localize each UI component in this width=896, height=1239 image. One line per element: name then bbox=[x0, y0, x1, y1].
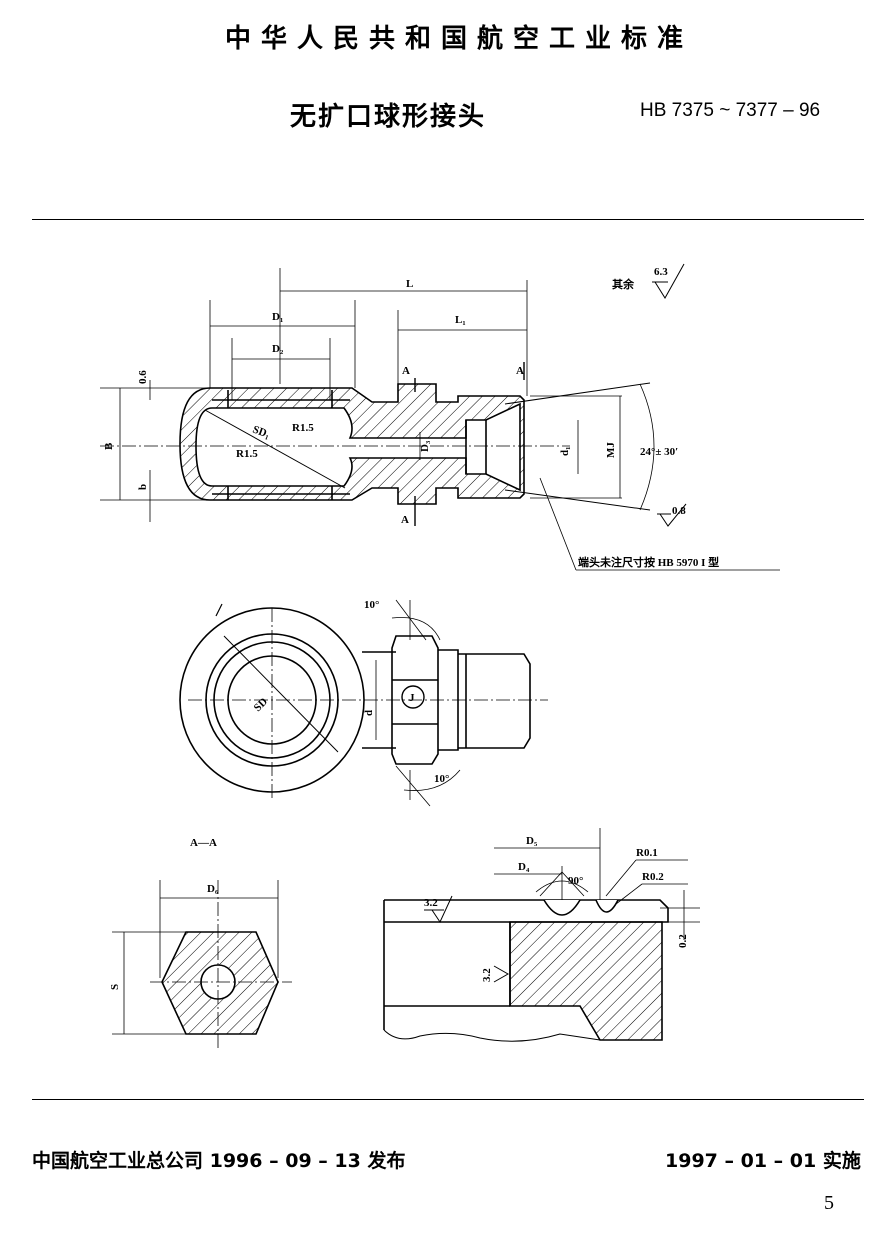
dim-0.6-label: 0.6 bbox=[137, 370, 149, 384]
header-rule bbox=[32, 219, 864, 220]
plan-view-labels: 10° 10° SD d J bbox=[252, 599, 450, 785]
marking-J: J bbox=[409, 692, 415, 704]
dim-D4-label: D₄ bbox=[518, 861, 530, 873]
dim-D6-label: D₆ bbox=[207, 883, 219, 895]
dim-0.2-label: 0.2 bbox=[677, 934, 689, 948]
radius-label-b: R1.5 bbox=[236, 448, 258, 460]
angle-10-top: 10° bbox=[364, 599, 379, 611]
detail-view bbox=[383, 828, 700, 1042]
detail-view-labels: D₅ D₄ 90° R0.1 R0.2 0.2 3.2 3.2 bbox=[424, 835, 689, 982]
dim-D1-label: D₁ bbox=[272, 311, 283, 323]
radius-label-a: R1.5 bbox=[292, 422, 314, 434]
dim-d-label: d bbox=[363, 710, 375, 716]
standard-code: HB 7375 ~ 7377 – 96 bbox=[640, 100, 821, 121]
section-label: A—A bbox=[190, 837, 217, 849]
main-view-labels: 其余 6.3 L L₁ D₁ D₂ SD₁ R1.5 R1.5 D₃ d₁ MJ… bbox=[103, 266, 719, 569]
issuer-text: 中国航空工业总公司 1996 – 09 – 13 发布 bbox=[32, 1150, 406, 1172]
radius-r02-label: R0.2 bbox=[642, 871, 664, 883]
dim-L-label: L bbox=[406, 278, 413, 290]
dim-d1-label: d₁ bbox=[559, 447, 571, 456]
dim-b-label: b bbox=[137, 484, 149, 490]
angle-taper-label: 24°± 30′ bbox=[640, 446, 678, 458]
dim-SD-label: SD bbox=[252, 696, 270, 714]
dim-MJ-label: MJ bbox=[605, 442, 617, 458]
section-mark-top-left: A bbox=[402, 365, 410, 377]
effective-date-text: 1997 – 01 – 01 实施 bbox=[665, 1150, 861, 1172]
section-mark-top-right: A bbox=[516, 365, 524, 377]
product-title: 无扩口球形接头 bbox=[290, 102, 487, 132]
roughness-3.2-a-value: 3.2 bbox=[424, 897, 438, 909]
footer-rule bbox=[32, 1099, 864, 1100]
dim-D3-label: D₃ bbox=[419, 440, 431, 452]
section-a-a-labels: A—A D₆ S bbox=[109, 837, 219, 990]
main-section-view bbox=[100, 263, 780, 571]
standard-title: 中华人民共和国航空工业标准 bbox=[224, 24, 693, 54]
dim-L1-label: L₁ bbox=[455, 314, 466, 326]
dim-S-label: S bbox=[109, 984, 121, 990]
radius-r01-label: R0.1 bbox=[636, 847, 658, 859]
angle-90-label: 90° bbox=[568, 875, 583, 887]
dim-D5-label: D₅ bbox=[526, 835, 538, 847]
roughness-0.8-value: 0.8 bbox=[672, 505, 686, 517]
plan-view bbox=[179, 599, 548, 807]
angle-10-bottom: 10° bbox=[434, 773, 449, 785]
roughness-3.2-b-value: 3.2 bbox=[481, 968, 493, 982]
section-a-a-view bbox=[112, 880, 292, 1050]
dim-SD1-label: SD₁ bbox=[251, 424, 271, 441]
roughness-note: 其余 bbox=[612, 277, 635, 291]
dim-B-label: B bbox=[103, 442, 115, 450]
dim-D2-label: D₂ bbox=[272, 343, 284, 355]
roughness-rest-value: 6.3 bbox=[654, 266, 668, 278]
end-note: 端头未注尺寸按 HB 5970 I 型 bbox=[578, 555, 719, 569]
section-mark-bottom: A bbox=[401, 514, 409, 526]
page-number: 5 bbox=[824, 1192, 834, 1214]
